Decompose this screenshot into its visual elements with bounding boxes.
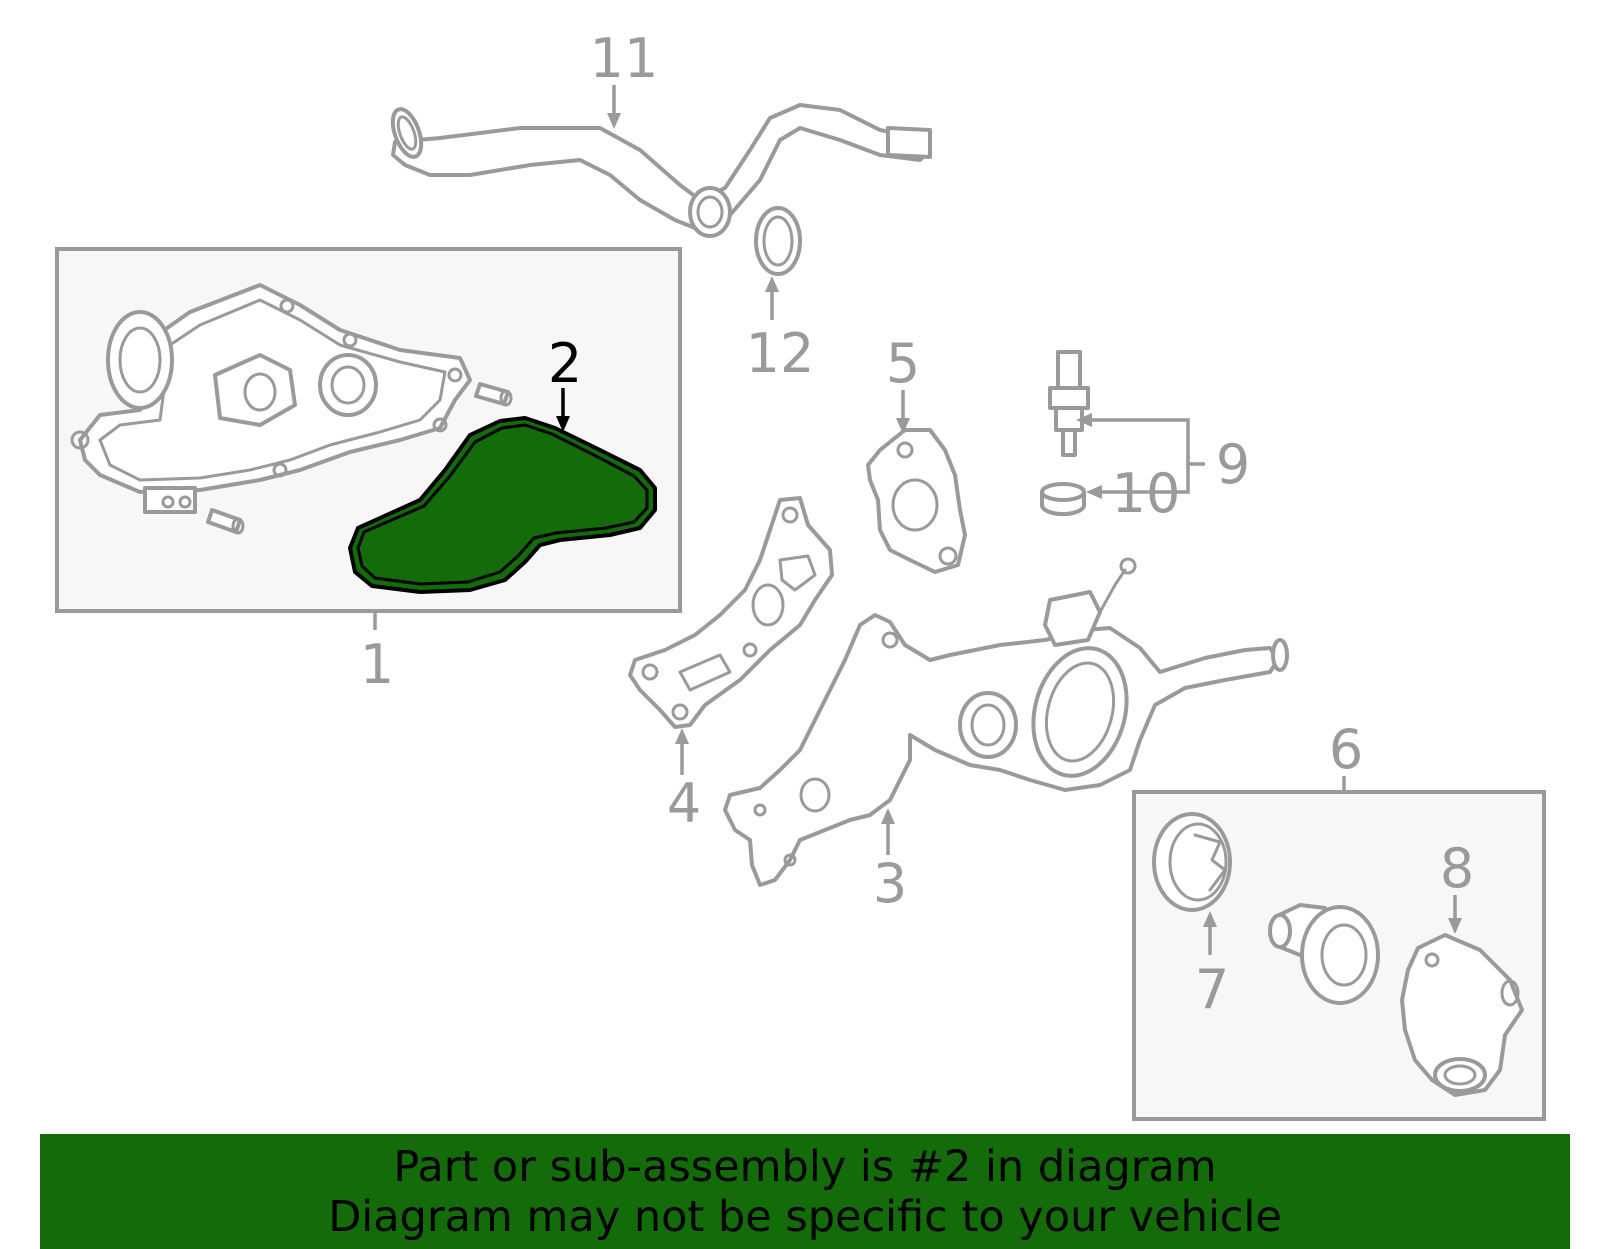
- sealing-washer-drawing: [1040, 482, 1086, 516]
- banner-line-1: Part or sub-assembly is #2 in diagram: [393, 1142, 1217, 1192]
- leader-9: [1090, 418, 1205, 466]
- callout-12: 12: [746, 322, 815, 385]
- outlet-gasket-drawing: [866, 428, 967, 574]
- thermostat-housing-drawing: [723, 557, 1289, 887]
- callout-8: 8: [1440, 837, 1474, 900]
- thermostat-drawing: [1268, 903, 1380, 1005]
- thermostat-seal-drawing: [1152, 812, 1232, 912]
- callout-4: 4: [667, 772, 701, 835]
- callout-5: 5: [886, 332, 920, 395]
- callout-3: 3: [873, 852, 907, 915]
- callout-7: 7: [1195, 958, 1229, 1021]
- temperature-sensor-drawing: [1048, 350, 1090, 457]
- leader-10: [1100, 464, 1190, 494]
- callout-9: 9: [1216, 433, 1250, 496]
- callout-1: 1: [360, 633, 394, 696]
- callout-10: 10: [1112, 462, 1181, 525]
- info-banner: Part or sub-assembly is #2 in diagram Di…: [40, 1134, 1570, 1249]
- housing-gasket-drawing: [628, 496, 834, 729]
- callout-11: 11: [590, 27, 659, 90]
- o-ring-drawing: [754, 206, 802, 276]
- dowel-pins: [206, 382, 513, 535]
- thermostat-cover-drawing: [1400, 933, 1524, 1097]
- highlighted-gasket-part-2: [348, 416, 657, 594]
- banner-line-2: Diagram may not be specific to your vehi…: [328, 1192, 1282, 1242]
- callout-2: 2: [548, 332, 582, 395]
- water-pump-drawing: [70, 283, 472, 514]
- coolant-hose-drawing: [390, 103, 932, 238]
- callout-6: 6: [1329, 718, 1363, 781]
